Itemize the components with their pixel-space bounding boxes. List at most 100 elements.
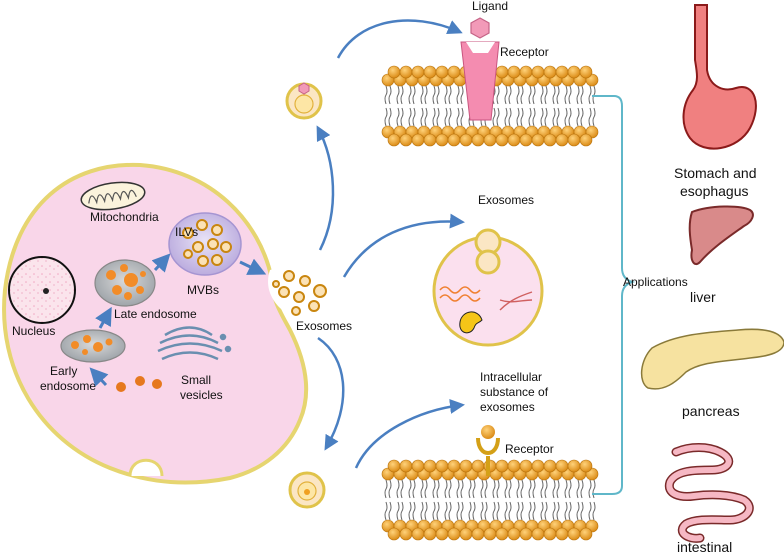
lipid-tail [448, 501, 452, 521]
arrow-early-to-late [95, 306, 112, 329]
lipid-tail [432, 107, 436, 127]
lipid-head [531, 65, 545, 79]
lipid-tail [384, 85, 388, 105]
stomach-label-2: esophagus [680, 183, 749, 199]
lipid-tail [544, 85, 548, 105]
lipid-tail [456, 501, 460, 521]
lipid-head [555, 133, 569, 147]
lipid-tail [420, 501, 424, 521]
arrow-to-bottom-vesicle [317, 336, 345, 451]
lipid-tail [496, 85, 500, 105]
lipid-tail [492, 479, 496, 499]
lipid-tail [588, 479, 592, 499]
lipid-tail [460, 85, 464, 105]
lipid-head [423, 459, 437, 473]
lipid-head [411, 459, 425, 473]
lipid-head [471, 133, 485, 147]
applications-bracket [592, 95, 636, 495]
lipid-head [543, 459, 557, 473]
lipid-tail [492, 501, 496, 521]
lipid-tail [568, 501, 572, 521]
lipid-tail [388, 479, 392, 499]
lipid-head [507, 527, 521, 541]
center-exosomes-label: Exosomes [296, 319, 352, 333]
lipid-head [399, 459, 413, 473]
lipid-head [471, 527, 485, 541]
small-vesicles-label-1: Small [181, 373, 211, 387]
lipid-tail [588, 85, 592, 105]
lipid-tail [444, 501, 448, 521]
lipid-tail [592, 501, 596, 521]
lipid-tail [528, 85, 532, 105]
lipid-tail [556, 85, 560, 105]
small-vesicles [116, 376, 162, 392]
lipid-tail [396, 479, 400, 499]
bottom-receptor-label: Receptor [505, 442, 554, 456]
lipid-head [543, 65, 557, 79]
cell-notch [128, 458, 164, 477]
golgi [157, 326, 232, 361]
lipid-tail [408, 479, 412, 499]
lipid-tail [432, 501, 436, 521]
late-endosome-label: Late endosome [114, 307, 197, 321]
lipid-tail [504, 479, 508, 499]
lipid-tail [520, 85, 524, 105]
lipid-head [387, 65, 401, 79]
lipid-head [519, 65, 533, 79]
lipid-tail [424, 501, 428, 521]
exosome-cross-section [432, 228, 544, 347]
intestinal-label: intestinal [677, 539, 732, 554]
lipid-head [567, 459, 581, 473]
lipid-tail [508, 107, 512, 127]
lipid-head [495, 459, 509, 473]
lipid-head [471, 459, 485, 473]
lipid-tail [420, 479, 424, 499]
lipid-tail [520, 501, 524, 521]
nucleolus [43, 288, 49, 294]
exocytosis-site [268, 265, 334, 322]
arrow-vesicles-to-early [89, 367, 109, 387]
lipid-head [435, 459, 449, 473]
lipid-tail [540, 85, 544, 105]
arrow-to-top-vesicle [316, 125, 335, 251]
nucleus [8, 256, 76, 324]
lipid-tail [408, 85, 412, 105]
lipid-tail [532, 501, 536, 521]
lipid-tail [580, 85, 584, 105]
pancreas-icon [640, 328, 784, 390]
bottom-receptor [476, 425, 500, 476]
lipid-tail [448, 107, 452, 127]
lipid-tail [504, 501, 508, 521]
lipid-tail [568, 107, 572, 127]
lipid-head [423, 133, 437, 147]
lipid-tail [436, 501, 440, 521]
lipid-tail [408, 107, 412, 127]
early-endosome-label-2: endosome [40, 379, 96, 393]
lipid-tail [552, 107, 556, 127]
lipid-tail [532, 107, 536, 127]
lipid-head [399, 133, 413, 147]
lipid-tail [532, 85, 536, 105]
lipid-head [531, 459, 545, 473]
lipid-head [459, 527, 473, 541]
early-endosome [60, 329, 126, 363]
lipid-tail [520, 107, 524, 127]
lipid-tail [456, 479, 460, 499]
lipid-head [555, 527, 569, 541]
middle-exosomes-label: Exosomes [478, 193, 534, 207]
lipid-head [495, 65, 509, 79]
lipid-head [447, 459, 461, 473]
rna-strand-2 [439, 294, 481, 302]
lipid-tail [448, 85, 452, 105]
lipid-tail [516, 501, 520, 521]
mvbs-label: MVBs [187, 283, 219, 297]
lipid-tail [532, 479, 536, 499]
vesicle-top [285, 82, 323, 120]
lipid-tail [432, 479, 436, 499]
lipid-tail [540, 501, 544, 521]
lipid-tail [556, 107, 560, 127]
liver-label: liver [690, 289, 716, 305]
lipid-tail [544, 479, 548, 499]
lipid-head [447, 527, 461, 541]
